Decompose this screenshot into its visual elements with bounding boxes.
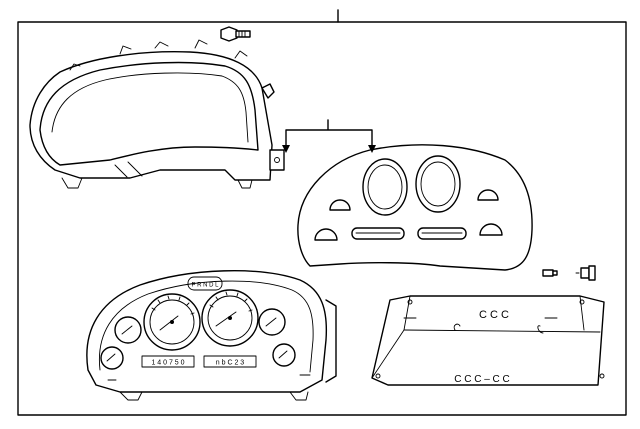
- diagram-frame: [17, 21, 627, 416]
- odometer-readout: 1 4 0 7 5 0: [151, 360, 184, 367]
- trip-readout: n b C 2 3: [216, 360, 245, 367]
- cluster-dial-applique: [297, 144, 533, 271]
- prndl-label: P R N D L: [192, 283, 220, 289]
- panel-connector-marks: C C C: [479, 309, 509, 321]
- cluster-lens-bezel: [29, 39, 285, 189]
- bulb-socket-parts: [542, 265, 596, 281]
- panel-connector-marks-lower: C C C – C C: [454, 374, 510, 385]
- leader-arrows: [282, 119, 376, 153]
- instrument-cluster-assembly: P R N D L 1 4 0 7 5 0 n b C 2 3: [86, 270, 337, 401]
- printed-circuit-panel: C C C C C C – C C: [371, 295, 605, 386]
- screw-part: [220, 26, 251, 42]
